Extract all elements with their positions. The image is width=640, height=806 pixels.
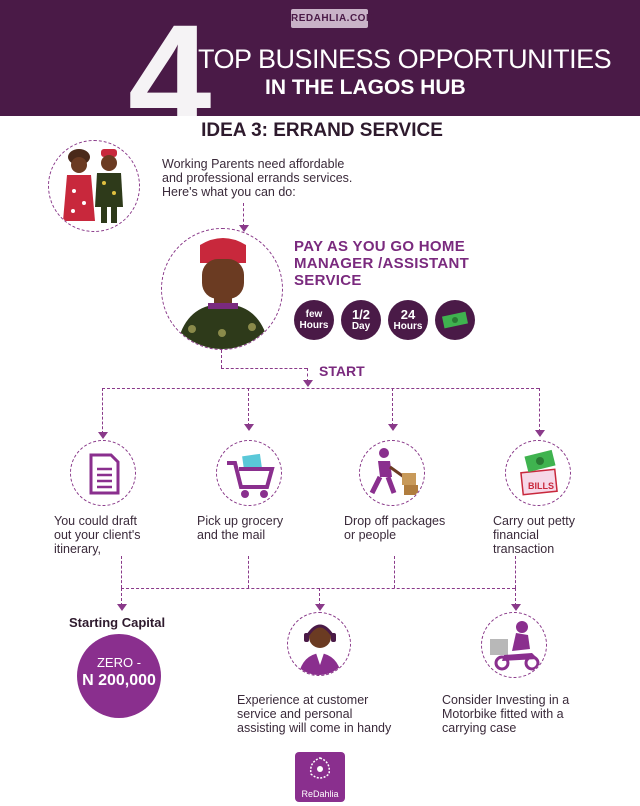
start-label: START <box>319 363 365 379</box>
connector-line <box>319 588 320 606</box>
arrow-down-icon <box>117 604 127 611</box>
shopping-cart-icon <box>227 453 275 498</box>
big-number: 4 <box>128 0 212 161</box>
task-circle-itinerary <box>70 440 136 506</box>
connector-line <box>121 588 122 606</box>
page-title-line1: TOP BUSINESS OPPORTUNITIES <box>198 44 612 74</box>
merge-line <box>121 588 515 589</box>
connector-line <box>248 556 249 588</box>
connector-line <box>539 388 540 432</box>
bills-icon: BILLS <box>520 449 558 496</box>
task-circle-bills: BILLS <box>505 440 571 506</box>
capital-circle: ZERO - N 200,000 <box>77 634 161 718</box>
service-title: PAY AS YOU GO HOME MANAGER /ASSISTANT SE… <box>294 238 470 289</box>
arrow-down-icon <box>388 424 398 431</box>
arrow-down-icon <box>511 604 521 611</box>
motorbike-icon <box>490 621 540 671</box>
connector-line <box>243 203 244 227</box>
connector-line <box>515 588 516 606</box>
bills-label: BILLS <box>528 481 554 491</box>
connector-line <box>394 556 395 588</box>
logo-text: ReDahlia <box>301 789 339 799</box>
task-circle-grocery <box>216 440 282 506</box>
arrow-down-icon <box>303 380 313 387</box>
support-agent-icon <box>298 624 342 675</box>
page-title-line2: IN THE LAGOS HUB <box>265 76 466 99</box>
connector-line <box>248 388 249 426</box>
connector-line <box>102 388 103 434</box>
money-icon[interactable] <box>435 300 475 340</box>
experience-illustration <box>287 612 351 676</box>
document-icon <box>89 453 120 495</box>
task-circle-delivery <box>359 440 425 506</box>
manager-icon <box>176 238 270 349</box>
capital-label: Starting Capital <box>69 615 166 630</box>
arrow-down-icon <box>98 432 108 439</box>
motorbike-illustration <box>481 612 547 678</box>
arrow-down-icon <box>535 430 545 437</box>
connector-line <box>221 368 307 369</box>
parents-illustration <box>48 140 140 232</box>
connector-line <box>221 350 222 368</box>
arrow-down-icon <box>315 604 325 611</box>
branch-line <box>102 388 539 389</box>
delivery-person-icon <box>369 448 418 495</box>
site-badge[interactable]: REDAHLIA.COM <box>291 9 374 28</box>
arrow-down-icon <box>244 424 254 431</box>
connector-line <box>515 556 516 588</box>
connector-line <box>121 556 122 588</box>
intro-text: Working Parents need affordable and prof… <box>162 157 353 199</box>
arrow-down-icon <box>239 225 249 232</box>
redahlia-logo[interactable]: ReDahlia <box>295 752 345 802</box>
connector-line <box>392 388 393 426</box>
connector-line <box>307 368 308 382</box>
manager-illustration <box>161 228 283 350</box>
dahlia-flower-icon <box>309 757 331 779</box>
idea-title: IDEA 3: ERRAND SERVICE <box>201 120 443 141</box>
parents-icon <box>63 149 123 223</box>
